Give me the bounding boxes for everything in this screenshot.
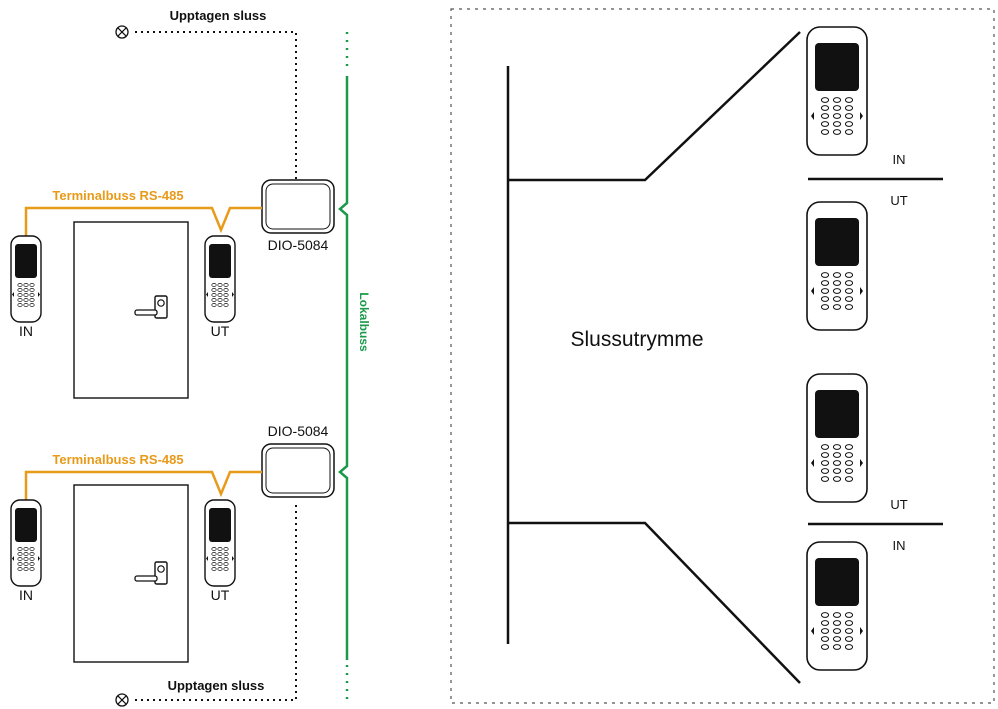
dio-module-top: DIO-5084 xyxy=(261,179,335,253)
local-bus: Lokalbuss xyxy=(338,32,371,705)
card-reader-icon xyxy=(806,201,868,331)
right-ut-bottom-label: UT xyxy=(890,497,907,512)
lamp-x-icon xyxy=(115,693,129,707)
airlock-space-label: Slussutrymme xyxy=(570,328,703,351)
card-reader-icon xyxy=(10,235,42,323)
right-in-bottom-label: IN xyxy=(893,538,906,553)
terminal-bus-top: Terminalbuss RS-485 xyxy=(24,188,262,236)
card-reader-icon xyxy=(806,373,868,503)
terminal-bus-bottom-label: Terminalbuss RS-485 xyxy=(52,452,183,467)
card-reader-icon xyxy=(806,26,868,156)
reader-brand: RCO xyxy=(830,36,844,42)
dio-top-label: DIO-5084 xyxy=(268,237,329,253)
lamp-x-icon xyxy=(115,25,129,39)
reader-brand: RCO xyxy=(830,383,844,389)
door-bottom xyxy=(73,484,189,663)
occupied-lock-bottom: Upptagen sluss xyxy=(115,505,297,707)
local-bus-label: Lokalbuss xyxy=(357,292,371,352)
terminal-bus-top-label: Terminalbuss RS-485 xyxy=(52,188,183,203)
door-top xyxy=(73,221,189,399)
card-reader-icon xyxy=(204,235,236,323)
occupied-lock-top-label: Upptagen sluss xyxy=(170,8,267,23)
reader-brand: RCO xyxy=(830,211,844,217)
right-ut-top-label: UT xyxy=(890,193,907,208)
airlock-area-border xyxy=(450,8,995,704)
right-in-top-label: IN xyxy=(893,152,906,167)
terminal-bus-bottom: Terminalbuss RS-485 xyxy=(24,452,262,500)
card-reader-icon xyxy=(806,541,868,671)
occupied-lock-top: Upptagen sluss xyxy=(115,8,297,180)
door2-out-label: UT xyxy=(211,587,230,603)
dio-module-bottom: DIO-5084 xyxy=(261,423,335,498)
airlock-walls xyxy=(506,31,943,684)
card-reader-icon xyxy=(10,499,42,587)
occupied-lock-bottom-label: Upptagen sluss xyxy=(168,678,265,693)
door2-in-label: IN xyxy=(19,587,33,603)
door1-out-label: UT xyxy=(211,323,230,339)
card-reader-icon xyxy=(204,499,236,587)
reader-brand: RCO xyxy=(830,551,844,557)
dio-bottom-label: DIO-5084 xyxy=(268,423,329,439)
door1-in-label: IN xyxy=(19,323,33,339)
